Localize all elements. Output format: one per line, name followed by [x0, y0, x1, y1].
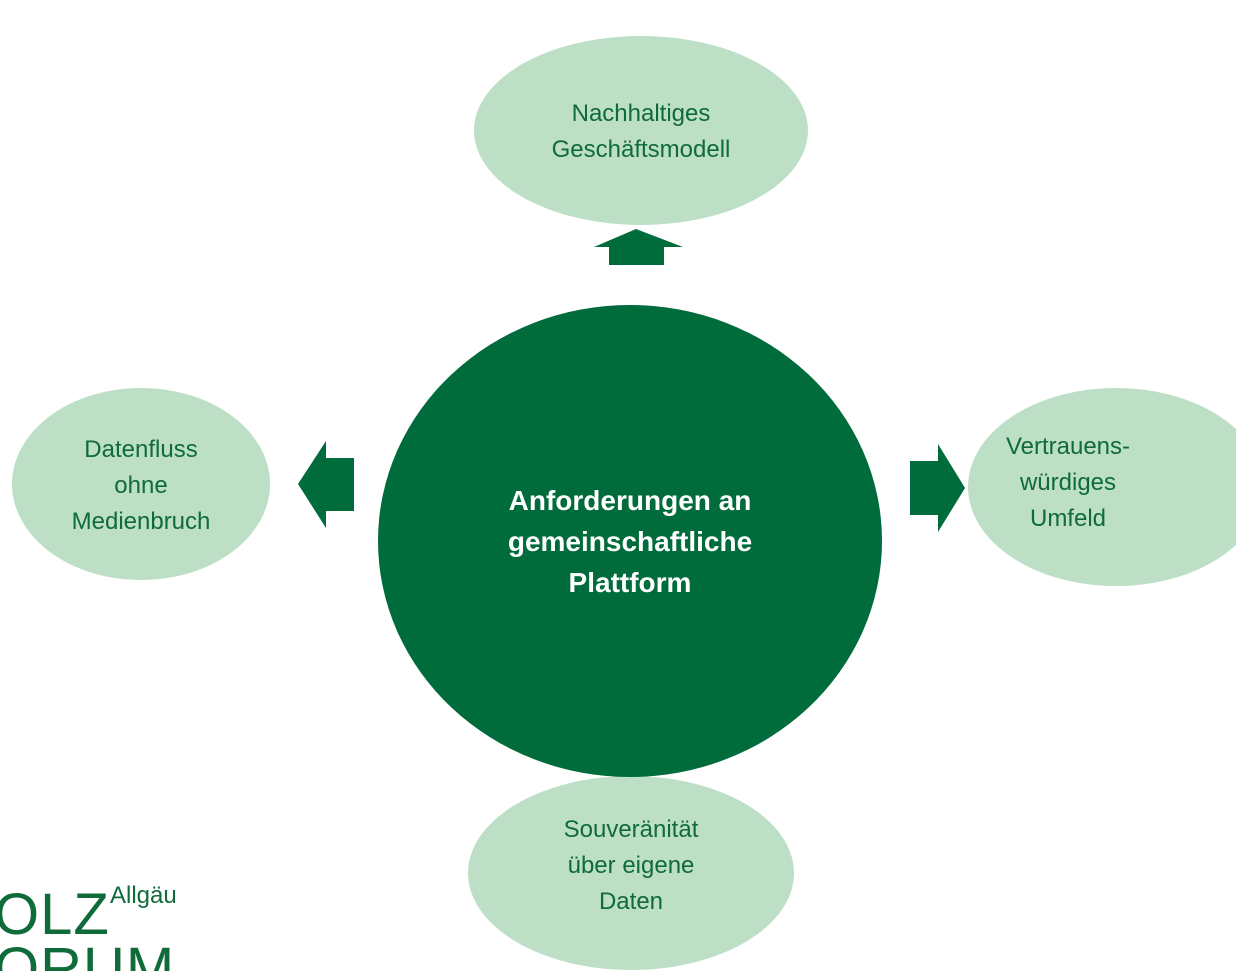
arrow-left	[298, 441, 354, 528]
node-label: Souveränität über eigene Daten	[563, 816, 699, 915]
node-label: Vertrauens- würdiges Umfeld	[1005, 433, 1131, 532]
logo-line-2: ORUM	[0, 936, 176, 971]
node-vertrauenswuerdiges-umfeld: Vertrauens- würdiges Umfeld	[968, 388, 1236, 586]
arrow-right	[910, 444, 965, 532]
arrow-up	[594, 229, 683, 265]
center-node: Anforderungen an gemeinschaftliche Platt…	[378, 305, 882, 777]
logo-superscript: Allgäu	[110, 882, 177, 909]
logo-line-1: OLZ	[0, 882, 110, 947]
node-souveraenitaet: Souveränität über eigene Daten	[468, 776, 794, 970]
node-nachhaltiges-geschaeftsmodell: Nachhaltiges Geschäftsmodell	[474, 36, 808, 225]
node-label: Datenfluss ohne Medienbruch	[71, 436, 211, 535]
node-label: Nachhaltiges Geschäftsmodell	[551, 99, 731, 163]
node-datenfluss: Datenfluss ohne Medienbruch	[12, 388, 270, 580]
center-label: Anforderungen an gemeinschaftliche Platt…	[507, 484, 753, 598]
holzforum-logo: OLZ Allgäu ORUM	[0, 880, 260, 971]
